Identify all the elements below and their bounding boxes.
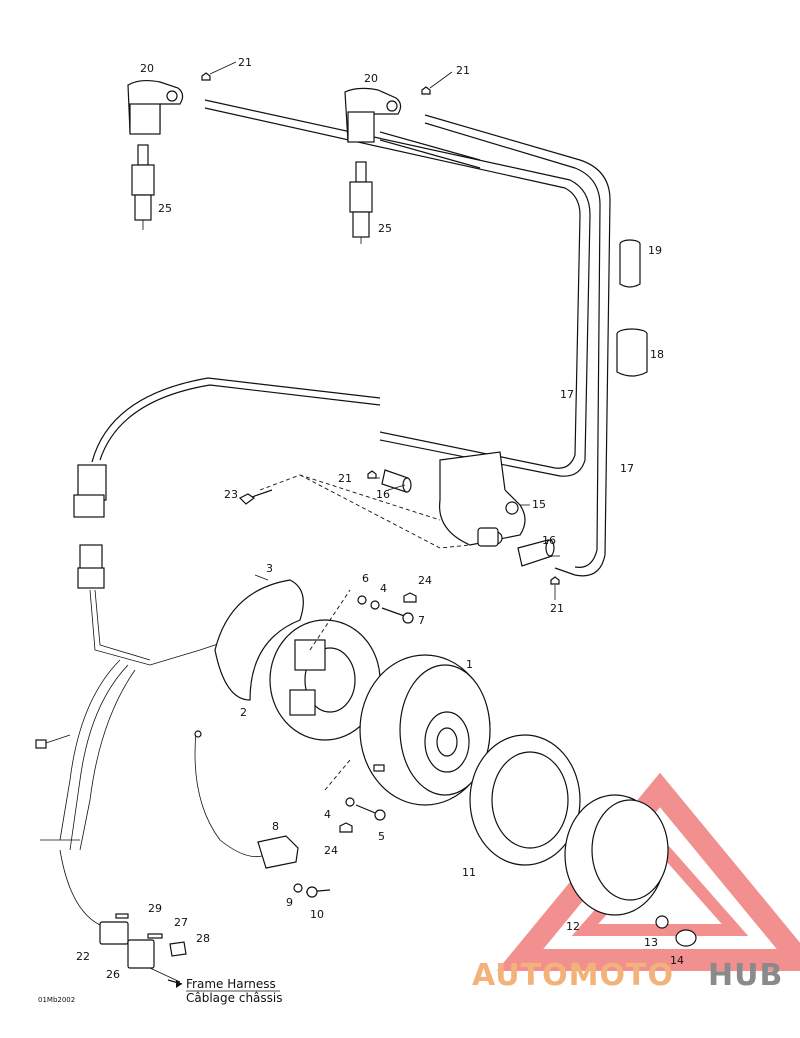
terminal-27 [147, 933, 163, 939]
trigger-plate [214, 579, 304, 701]
callout-25: 25 [158, 202, 172, 215]
nut-21-d [550, 576, 560, 585]
callout-2: 2 [240, 706, 247, 719]
callout-16: 16 [376, 488, 390, 501]
stator [269, 619, 381, 741]
callout-9: 9 [286, 896, 293, 909]
sleeve-18 [616, 328, 648, 377]
callout-8: 8 [272, 820, 279, 833]
callout-7: 7 [418, 614, 425, 627]
sensor-8 [257, 835, 299, 869]
wiring-harness [35, 377, 381, 926]
washer-4-a [370, 600, 380, 610]
leader-lines [254, 477, 560, 600]
nut-14 [675, 929, 697, 947]
callout-25: 25 [378, 222, 392, 235]
callout-21: 21 [456, 64, 470, 77]
boot-16-a [381, 469, 412, 493]
callout-labels: 20 21 20 21 25 25 19 18 17 17 21 16 23 1… [76, 56, 684, 981]
screw-10 [305, 886, 331, 898]
washer-9 [293, 883, 303, 893]
screw-5 [355, 804, 386, 821]
ignition-wires [204, 99, 611, 577]
frame-harness-label: Frame Harness [186, 977, 276, 991]
spark-plug-cap-right [344, 87, 402, 143]
callout-21: 21 [550, 602, 564, 615]
connector-26 [127, 939, 155, 969]
callout-10: 10 [310, 908, 324, 921]
callout-3: 3 [266, 562, 273, 575]
callout-5: 5 [378, 830, 385, 843]
washer-6 [357, 595, 367, 605]
callout-6: 6 [362, 572, 369, 585]
washer-4-b [345, 797, 355, 807]
spark-plug-right [349, 161, 373, 244]
callout-15: 15 [532, 498, 546, 511]
callout-12: 12 [566, 920, 580, 933]
seal-28 [169, 941, 187, 957]
sleeve-19 [619, 239, 641, 288]
watermark-text: AUTOMOTO HUB [472, 958, 783, 993]
nut-24-b [339, 822, 353, 833]
callout-1: 1 [466, 658, 473, 671]
screw-23 [238, 489, 273, 505]
callout-13: 13 [644, 936, 658, 949]
screw-7 [381, 607, 414, 624]
washer-13 [655, 915, 669, 929]
callout-18: 18 [650, 348, 664, 361]
connector-22 [99, 921, 129, 945]
flywheel [359, 654, 491, 806]
callout-24: 24 [324, 844, 338, 857]
callout-27: 27 [174, 916, 188, 929]
terminal-29 [115, 913, 129, 919]
spark-plug-left [131, 144, 155, 230]
starter-cup [564, 794, 669, 916]
callout-20: 20 [140, 62, 154, 75]
callout-28: 28 [196, 932, 210, 945]
nut-21-c [367, 470, 377, 479]
callout-17: 17 [620, 462, 634, 475]
callout-21: 21 [338, 472, 352, 485]
callout-17: 17 [560, 388, 574, 401]
drawing-code: 01Mb2002 [38, 996, 75, 1004]
nut-24-a [403, 592, 417, 603]
frame-harness-label-fr: Câblage châssis [186, 991, 283, 1005]
callout-24: 24 [418, 574, 432, 587]
callout-20: 20 [364, 72, 378, 85]
callout-11: 11 [462, 866, 476, 879]
watermark-text-automoto: AUTOMOTO [472, 958, 674, 993]
callout-21: 21 [238, 56, 252, 69]
callout-14: 14 [670, 954, 684, 967]
callout-4: 4 [380, 582, 387, 595]
boot-16-b [517, 539, 555, 567]
callout-19: 19 [648, 244, 662, 257]
callout-22: 22 [76, 950, 90, 963]
callout-4: 4 [324, 808, 331, 821]
nut-21-a [201, 72, 211, 81]
callout-29: 29 [148, 902, 162, 915]
callout-23: 23 [224, 488, 238, 501]
nut-21-b [421, 86, 431, 95]
watermark-text-hub: HUB [708, 958, 783, 993]
callout-26: 26 [106, 968, 120, 981]
ignition-coil [438, 451, 526, 547]
callout-16: 16 [542, 534, 556, 547]
spark-plug-cap-left [127, 79, 184, 135]
ring-gear [469, 734, 581, 866]
